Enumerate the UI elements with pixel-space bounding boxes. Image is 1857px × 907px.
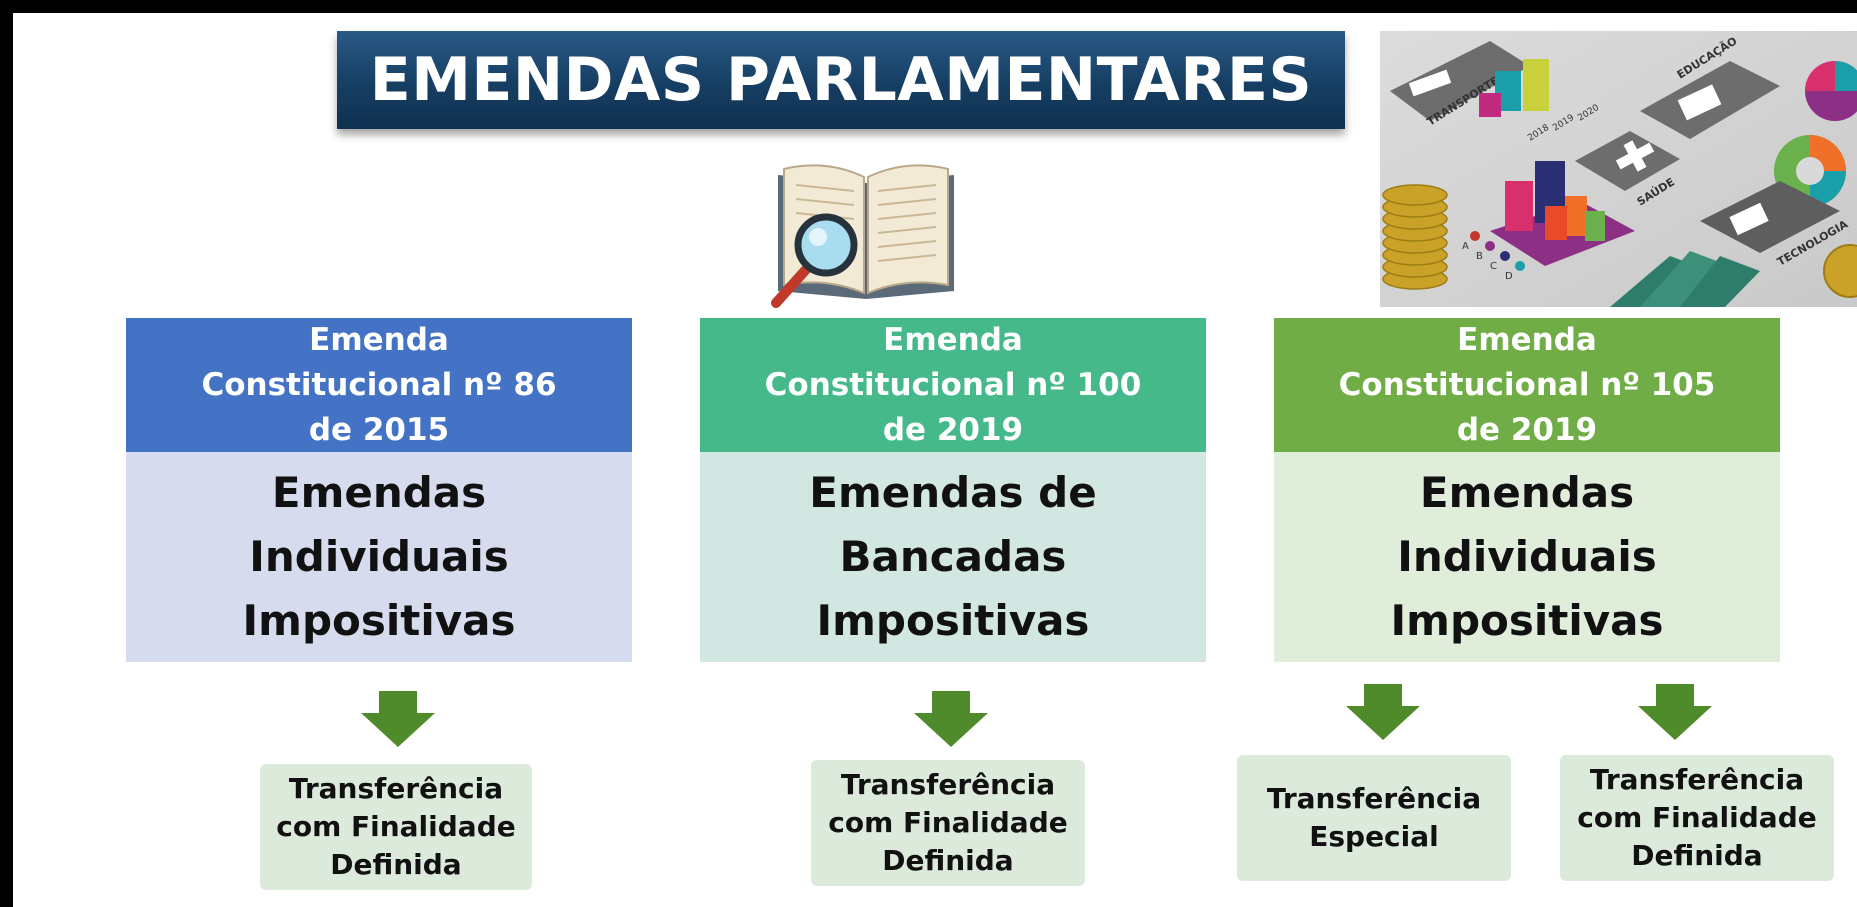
result-box-transferencia-especial: Transferência Especial xyxy=(1237,755,1511,881)
result-box-transferencia-finalidade: Transferência com Finalidade Definida xyxy=(260,764,532,890)
budget-infographic-image: TRANSPORTE 2018 2019 2020 EDUCAÇÃO SAÚDE… xyxy=(1380,31,1857,307)
down-arrow-icon xyxy=(914,691,988,747)
slide-canvas: EMENDAS PARLAMENTARES xyxy=(13,13,1857,907)
down-arrow-icon xyxy=(1346,684,1420,740)
page-title: EMENDAS PARLAMENTARES xyxy=(369,45,1313,115)
card-ec-86: Emenda Constitucional nº 86 de 2015 Emen… xyxy=(126,318,632,662)
card-ec-105: Emenda Constitucional nº 105 de 2019 Eme… xyxy=(1274,318,1780,662)
collage-letter-c: C xyxy=(1490,261,1497,272)
card-header: Emenda Constitucional nº 86 de 2015 xyxy=(126,318,632,452)
result-box-transferencia-finalidade: Transferência com Finalidade Definida xyxy=(811,760,1085,886)
down-arrow-icon xyxy=(1638,684,1712,740)
collage-letter-a: A xyxy=(1462,241,1469,252)
collage-letter-d: D xyxy=(1505,271,1513,282)
book-magnifier-icon xyxy=(771,164,954,308)
card-body: Emendas de Bancadas Impositivas xyxy=(700,452,1206,662)
card-body: Emendas Individuais Impositivas xyxy=(126,452,632,662)
result-box-transferencia-finalidade: Transferência com Finalidade Definida xyxy=(1560,755,1834,881)
down-arrow-icon xyxy=(361,691,435,747)
card-body: Emendas Individuais Impositivas xyxy=(1274,452,1780,662)
card-ec-100: Emenda Constitucional nº 100 de 2019 Eme… xyxy=(700,318,1206,662)
card-header: Emenda Constitucional nº 100 de 2019 xyxy=(700,318,1206,452)
title-banner: EMENDAS PARLAMENTARES xyxy=(337,31,1345,129)
card-header: Emenda Constitucional nº 105 de 2019 xyxy=(1274,318,1780,452)
collage-letter-b: B xyxy=(1476,251,1483,262)
